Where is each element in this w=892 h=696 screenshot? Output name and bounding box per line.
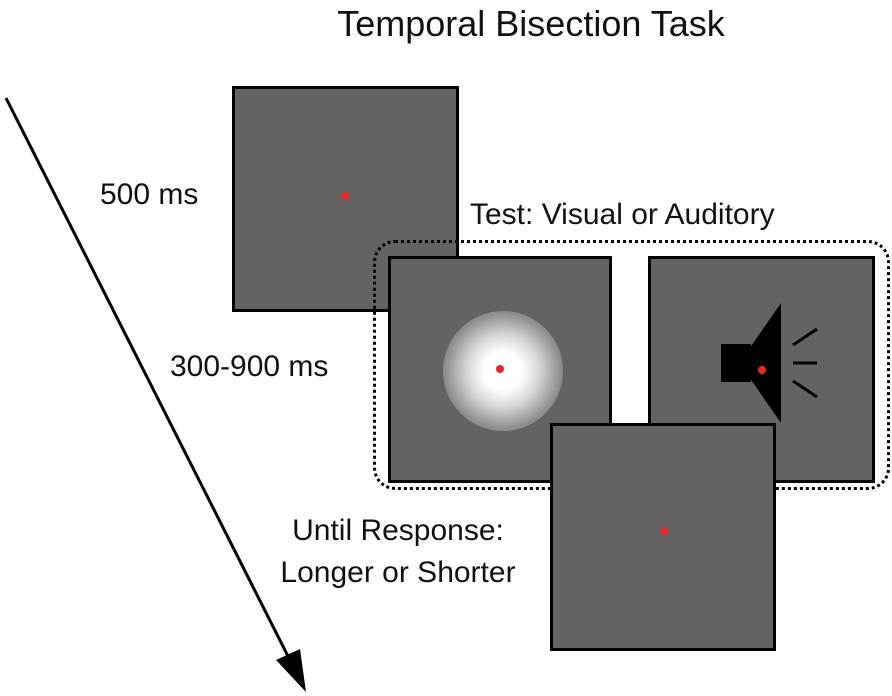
fixation-dot: [341, 192, 349, 200]
speaker-cone: [747, 303, 781, 423]
fixation-dot: [660, 527, 668, 535]
response-label-line1: Until Response:: [292, 514, 504, 547]
fixation-dot: [758, 366, 766, 374]
sound-wave-bottom: [792, 379, 818, 399]
test-caption: Test: Visual or Auditory: [470, 198, 775, 231]
time-arrow-head: [276, 649, 306, 692]
response-label-line2: Longer or Shorter: [280, 556, 516, 589]
speaker-icon: [721, 303, 818, 423]
speaker-body: [721, 344, 751, 382]
time-arrow-icon: [4, 97, 306, 692]
diagram-title: Temporal Bisection Task: [337, 3, 725, 44]
response-label: Until Response: Longer or Shorter: [250, 510, 546, 594]
response-screen: [550, 423, 776, 651]
fixation-dot: [496, 365, 504, 373]
fixation-duration-label: 500 ms: [100, 178, 199, 211]
sound-wave-top: [792, 327, 818, 347]
stimulus-duration-label: 300-900 ms: [170, 350, 329, 383]
time-arrow-shaft: [4, 97, 300, 677]
